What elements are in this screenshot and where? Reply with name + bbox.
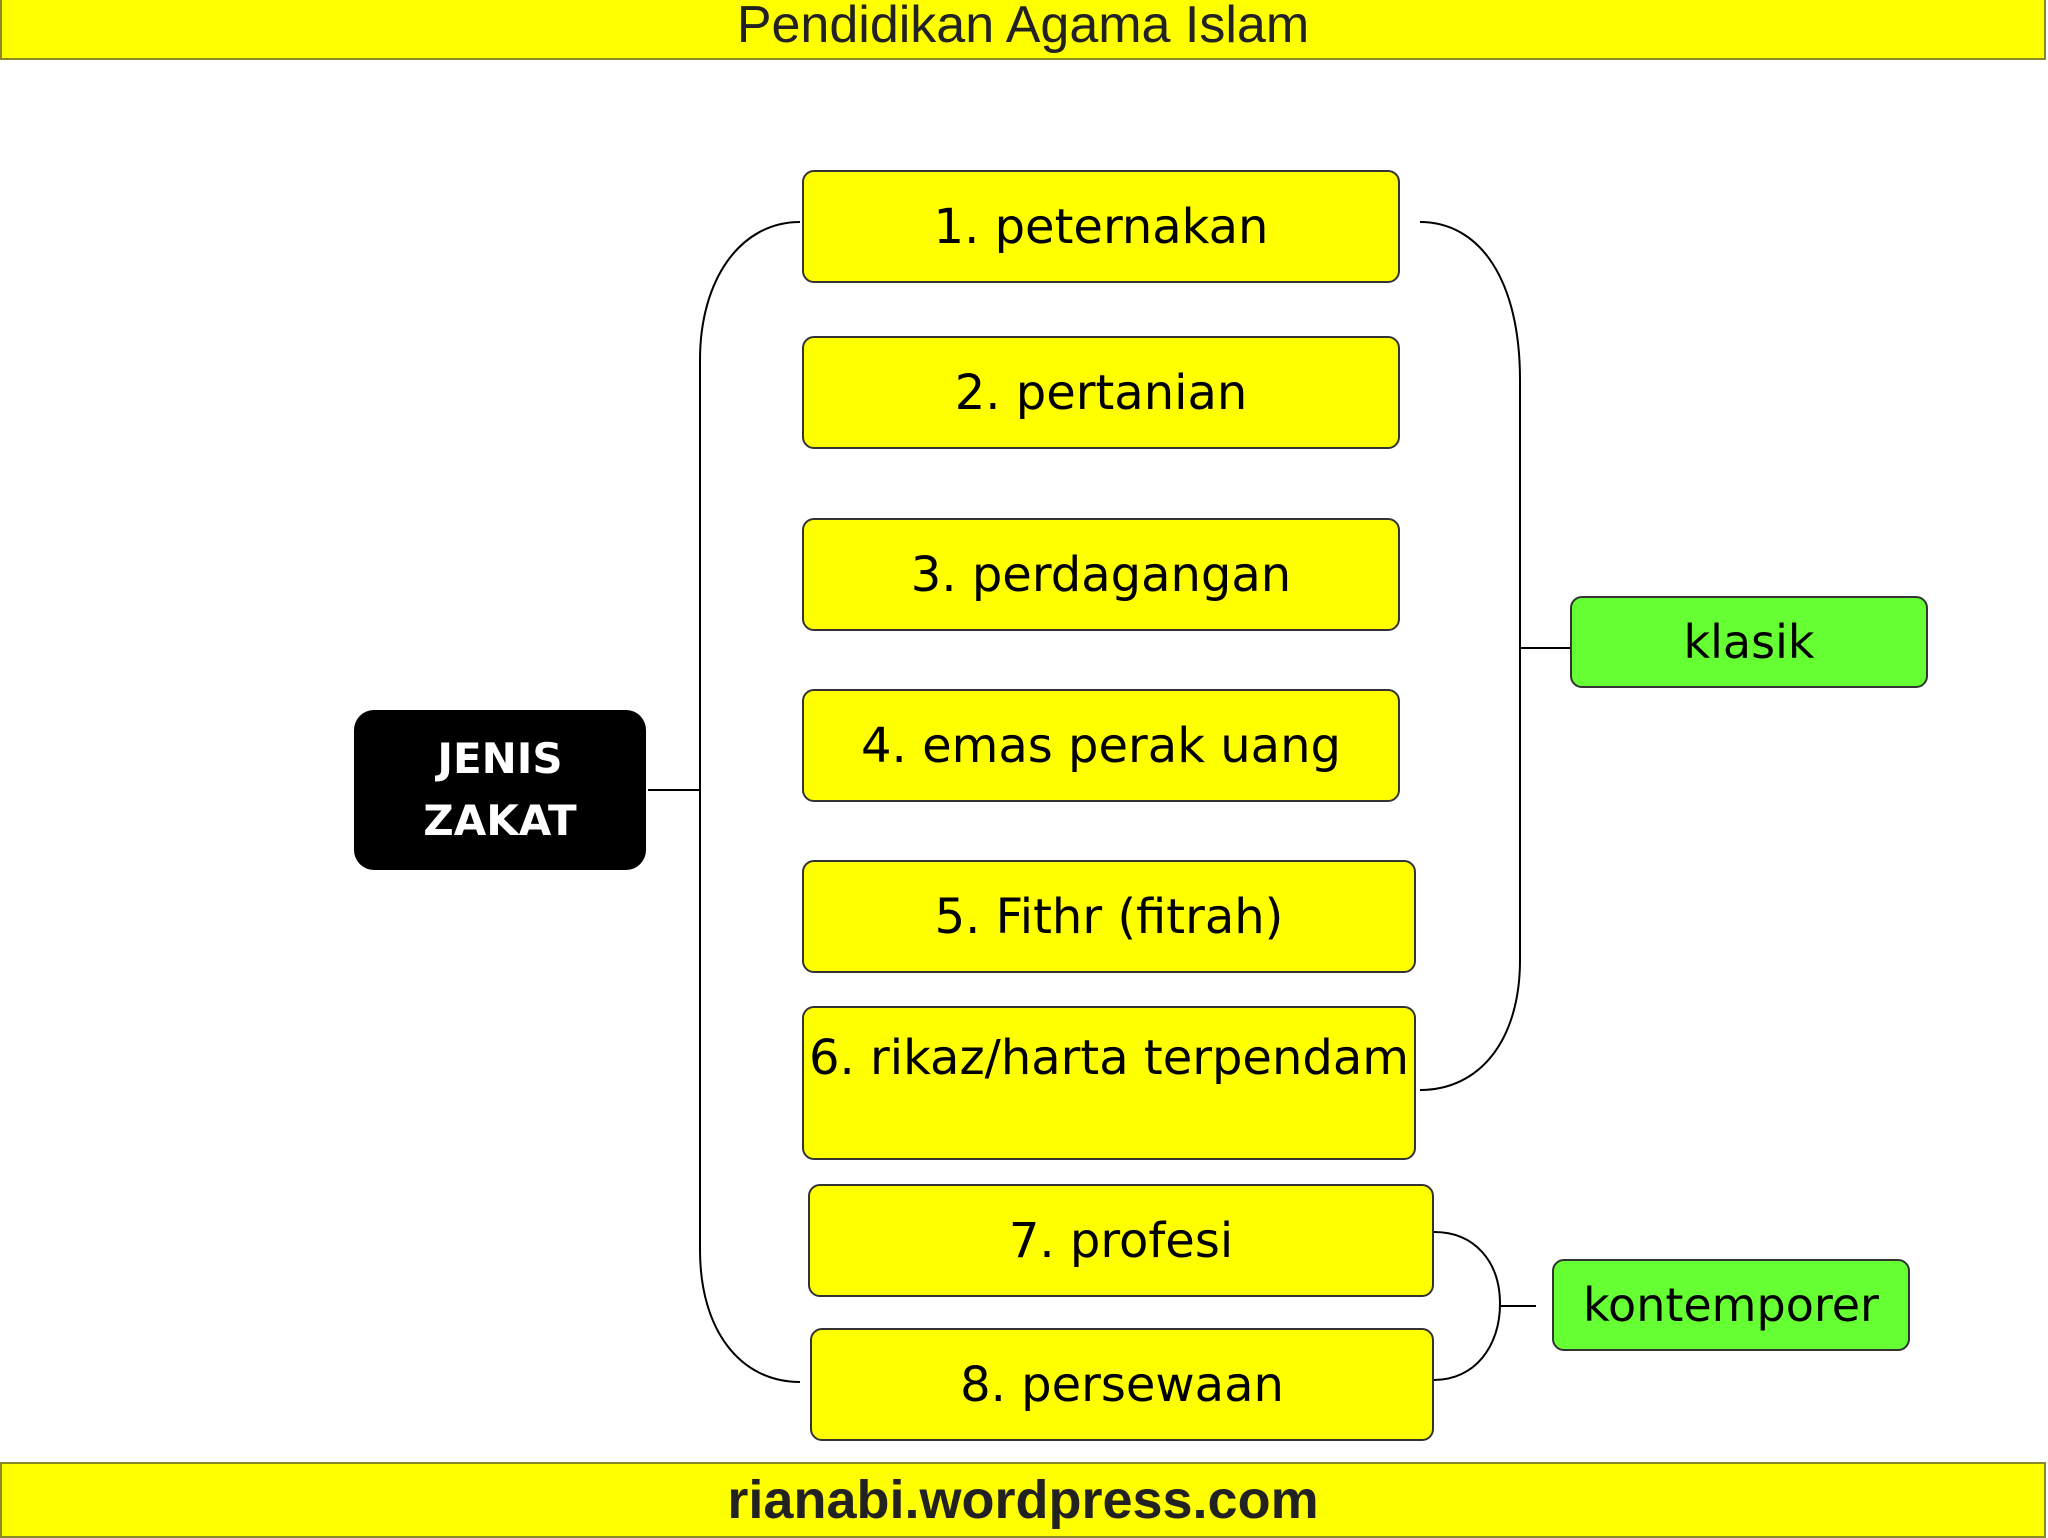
item-label: 1. peternakan [933, 198, 1269, 255]
classic-brace [1419, 221, 1521, 1091]
item-emas-perak-uang: 4. emas perak uang [802, 689, 1400, 802]
item-label: 2. pertanian [954, 364, 1248, 421]
group-klasik: klasik [1570, 596, 1928, 688]
item-profesi: 7. profesi [808, 1184, 1434, 1297]
footer-bar: rianabi.wordpress.com [0, 1462, 2046, 1538]
item-label: 4. emas perak uang [861, 717, 1341, 774]
root-label-line2: ZAKAT [423, 796, 577, 845]
item-perdagangan: 3. perdagangan [802, 518, 1400, 631]
group-kontemporer: kontemporer [1552, 1259, 1910, 1351]
item-peternakan: 1. peternakan [802, 170, 1400, 283]
group-label: klasik [1683, 615, 1815, 669]
item-pertanian: 2. pertanian [802, 336, 1400, 449]
item-label: 7. profesi [1008, 1212, 1234, 1269]
item-label: 5. Fithr (fitrah) [934, 888, 1284, 945]
header-bar: Pendidikan Agama Islam [0, 0, 2046, 60]
root-node: JENIS ZAKAT [354, 710, 646, 870]
item-label: 6. rikaz/harta terpendam [808, 1030, 1410, 1086]
root-label-line1: JENIS [437, 734, 563, 783]
page-title: Pendidikan Agama Islam [736, 0, 1310, 54]
item-fithr: 5. Fithr (fitrah) [802, 860, 1416, 973]
item-rikaz: 6. rikaz/harta terpendam [802, 1006, 1416, 1160]
item-label: 8. persewaan [960, 1356, 1284, 1413]
left-brace [699, 221, 801, 1383]
item-persewaan: 8. persewaan [810, 1328, 1434, 1441]
group-label: kontemporer [1583, 1278, 1879, 1332]
footer-url: rianabi.wordpress.com [727, 1470, 1319, 1530]
item-label: 3. perdagangan [910, 546, 1292, 603]
contemporary-brace [1433, 1231, 1502, 1381]
